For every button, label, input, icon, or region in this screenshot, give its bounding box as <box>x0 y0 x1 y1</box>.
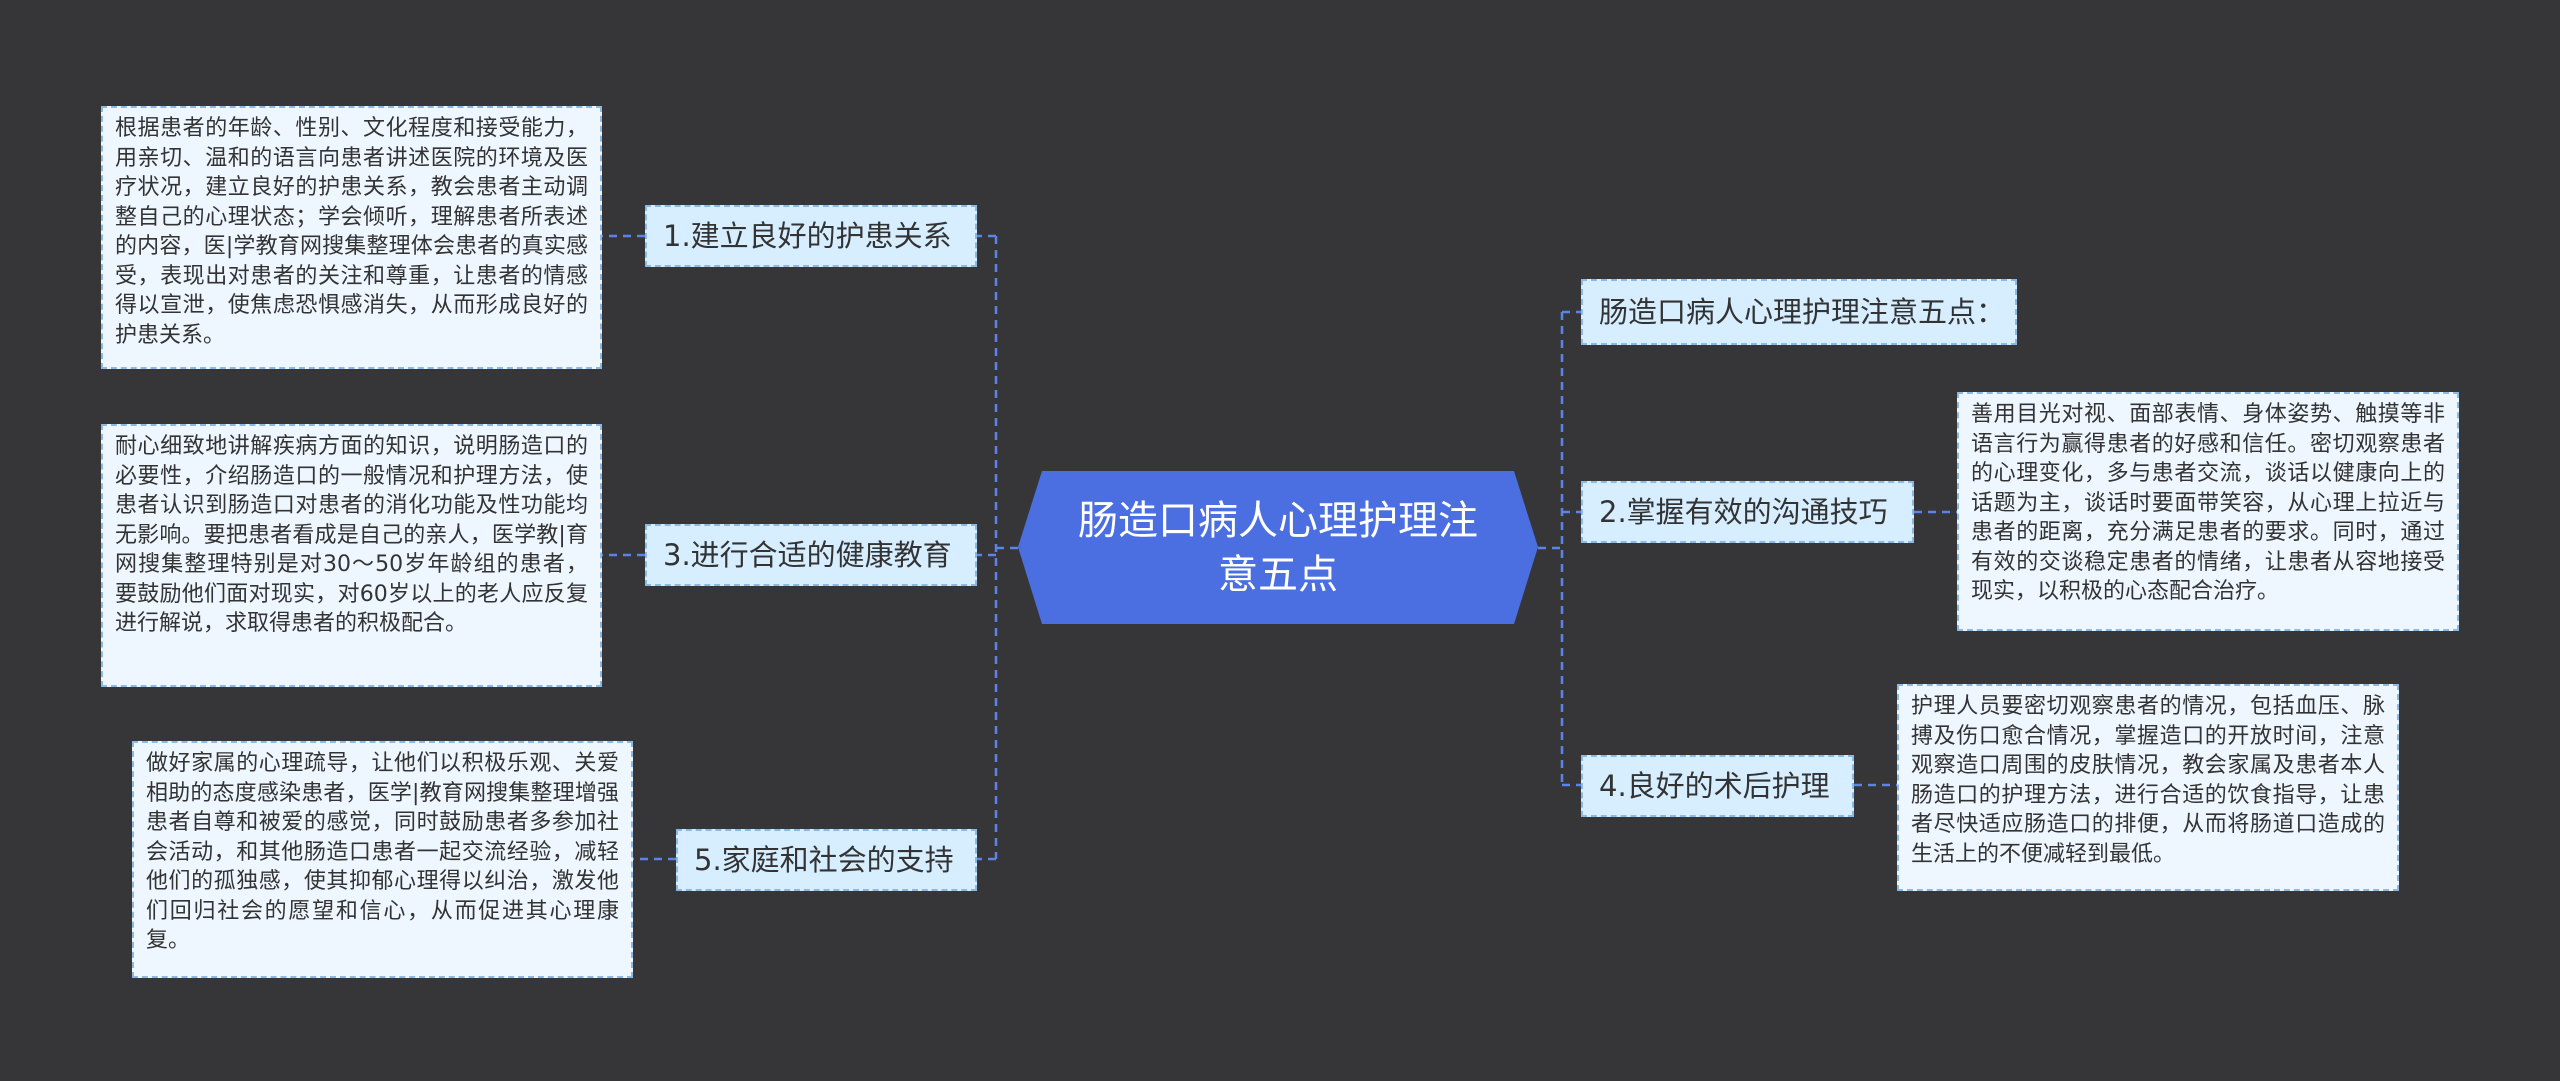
branch-health-education[interactable]: 3.进行合适的健康教育 <box>645 524 977 586</box>
leaf-text: 善用目光对视、面部表情、身体姿势、触摸等非语言行为赢得患者的好感和信任。密切观察… <box>1971 402 2445 604</box>
leaf-text: 做好家属的心理疏导，让他们以积极乐观、关爱相助的态度感染患者，医学|教育网搜集整… <box>146 751 619 953</box>
leaf-communication[interactable]: 善用目光对视、面部表情、身体姿势、触摸等非语言行为赢得患者的好感和信任。密切观察… <box>1957 392 2459 631</box>
leaf-text: 耐心细致地讲解疾病方面的知识，说明肠造口的必要性，介绍肠造口的一般情况和护理方法… <box>115 434 588 636</box>
branch-communication[interactable]: 2.掌握有效的沟通技巧 <box>1581 481 1914 543</box>
branch-label: 4.良好的术后护理 <box>1599 769 1830 803</box>
leaf-family-support[interactable]: 做好家属的心理疏导，让他们以积极乐观、关爱相助的态度感染患者，医学|教育网搜集整… <box>132 741 633 978</box>
leaf-text: 护理人员要密切观察患者的情况，包括血压、脉搏及伤口愈合情况，掌握造口的开放时间，… <box>1911 694 2385 867</box>
branch-label: 肠造口病人心理护理注意五点： <box>1599 295 2006 329</box>
connector-left-spine <box>994 236 1018 859</box>
leaf-postop-care[interactable]: 护理人员要密切观察患者的情况，包括血压、脉搏及伤口愈合情况，掌握造口的开放时间，… <box>1897 684 2399 891</box>
branch-label: 2.掌握有效的沟通技巧 <box>1599 495 1888 529</box>
branch-label: 1.建立良好的护患关系 <box>663 219 952 253</box>
leaf-text: 根据患者的年龄、性别、文化程度和接受能力，用亲切、温和的语言向患者讲述医院的环境… <box>115 116 588 348</box>
branch-label: 5.家庭和社会的支持 <box>694 843 954 877</box>
branch-family-support[interactable]: 5.家庭和社会的支持 <box>676 829 977 891</box>
leaf-health-education[interactable]: 耐心细致地讲解疾病方面的知识，说明肠造口的必要性，介绍肠造口的一般情况和护理方法… <box>101 424 602 687</box>
branch-label: 3.进行合适的健康教育 <box>663 538 952 572</box>
root-topic[interactable]: 肠造口病人心理护理注意五点 <box>1018 471 1538 624</box>
branch-summary-title[interactable]: 肠造口病人心理护理注意五点： <box>1581 279 2017 345</box>
branch-postop-care[interactable]: 4.良好的术后护理 <box>1581 755 1854 817</box>
branch-build-relationship[interactable]: 1.建立良好的护患关系 <box>645 205 977 267</box>
connector-right-spine <box>1538 312 1564 785</box>
root-topic-label: 肠造口病人心理护理注意五点 <box>1078 497 1478 598</box>
leaf-build-relationship[interactable]: 根据患者的年龄、性别、文化程度和接受能力，用亲切、温和的语言向患者讲述医院的环境… <box>101 106 602 369</box>
